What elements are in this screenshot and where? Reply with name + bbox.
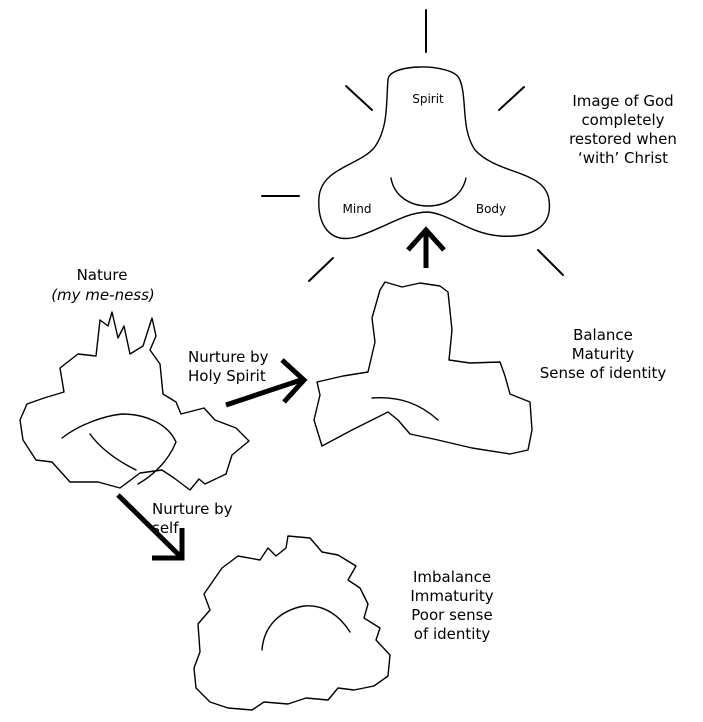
imbalance-line-2: Immaturity [392,587,512,606]
self-arrow-label: Nurture by self [152,500,252,538]
nature-inner-curve [62,414,176,484]
nature-inner-fold [90,434,136,470]
holy-spirit-arrow-label: Nurture by Holy Spirit [188,348,298,386]
nature-title: Nature [52,266,152,285]
self-label-line-2: self [152,519,252,538]
balanced-self-inner-curve [372,398,438,420]
imbalance-line-4: of identity [392,625,512,644]
balance-line-1: Balance [528,326,678,345]
restored-self-inner-curve [391,178,466,206]
body-label: Body [466,200,516,219]
holy-spirit-label-line-1: Nurture by [188,348,298,367]
nature-shape [20,312,249,490]
mind-label: Mind [332,200,382,219]
imbalance-line-3: Poor sense [392,606,512,625]
imbalanced-self-inner-curve [262,606,350,650]
self-label-line-1: Nurture by [152,500,252,519]
balance-line-2: Maturity [528,345,678,364]
ray-lower-right [538,250,563,275]
balance-description: Balance Maturity Sense of identity [528,326,678,383]
spirit-label: Spirit [400,90,456,109]
glow-rays [262,10,563,281]
arrow-up-to-restored [408,230,444,268]
imbalanced-self-shape [194,536,390,710]
restored-line-3: restored when [548,130,698,149]
restored-line-4: ‘with’ Christ [548,149,698,168]
balanced-self-shape [314,282,532,454]
ray-upper-left [346,86,372,110]
holy-spirit-label-line-2: Holy Spirit [188,367,298,386]
restored-description: Image of God completely restored when ‘w… [548,92,698,168]
ray-upper-right [499,87,524,110]
restored-line-2: completely [548,111,698,130]
imbalance-description: Imbalance Immaturity Poor sense of ident… [392,568,512,644]
imbalance-line-1: Imbalance [392,568,512,587]
restored-line-1: Image of God [548,92,698,111]
ray-lower-left [309,258,333,281]
nature-subtitle: (my me-ness) [38,286,168,305]
balance-line-3: Sense of identity [528,364,678,383]
